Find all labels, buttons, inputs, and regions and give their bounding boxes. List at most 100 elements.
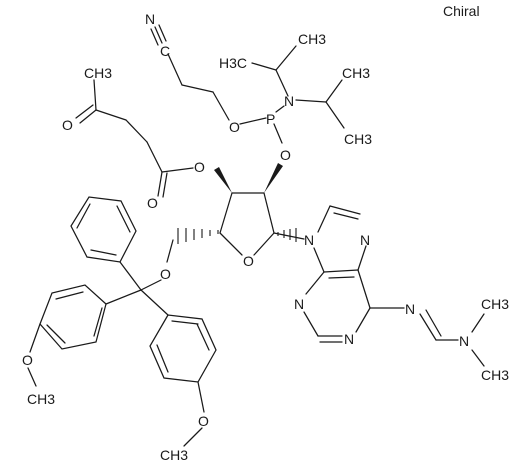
bond-ester-o xyxy=(161,167,194,173)
bond-n1-c6 xyxy=(355,307,371,333)
bond-n3-c2 xyxy=(303,311,319,337)
atom-ch3-b: CH3 xyxy=(298,31,326,47)
bond-o-ch3-b xyxy=(183,427,203,447)
phenyl-double-3 xyxy=(90,249,117,256)
bond-ketone-double-1 xyxy=(79,109,97,124)
bond-n-ipr2 xyxy=(295,99,327,103)
atom-n9: N xyxy=(304,232,314,248)
bond-anisyl-a-o xyxy=(29,323,41,353)
bond-carbonyl-double-2 xyxy=(162,172,168,198)
bond-o-p xyxy=(239,117,267,125)
wedge-c2-o xyxy=(264,163,283,193)
atom-n7: N xyxy=(360,232,370,248)
bond-carbonyl-double-1 xyxy=(157,171,163,197)
bond-ipr2-a xyxy=(325,79,343,103)
bonds xyxy=(27,24,485,447)
bond-c6-c5 xyxy=(357,269,371,309)
atom-ch3-c: CH3 xyxy=(342,65,370,81)
atom-n3: N xyxy=(294,296,304,312)
bond-nitrile-1 xyxy=(154,26,163,44)
bond-c4-c3 xyxy=(219,192,233,234)
phenyl-double-2 xyxy=(76,203,91,229)
anisyl-a-double-3 xyxy=(93,307,103,337)
bond-cyano-c1 xyxy=(167,53,183,86)
bond-anisyl-b-o xyxy=(197,381,205,413)
atom-n-dimethyl: N xyxy=(459,333,469,349)
bond-nimine-ch-1 xyxy=(419,313,437,341)
atom-o-trityl: O xyxy=(160,266,171,282)
bond-otrityl-c xyxy=(140,279,162,291)
bond-c-phenyl xyxy=(119,261,142,291)
atom-ch3-d: CH3 xyxy=(344,131,372,147)
phenyl-ring xyxy=(70,196,137,263)
bond-c5-otrityl xyxy=(166,239,174,263)
bond-c2-o xyxy=(212,91,230,121)
anisyl-ring-b xyxy=(149,314,217,383)
atom-o-meo-a: O xyxy=(22,352,33,368)
bond-c-anisyl-a xyxy=(105,289,142,305)
bond-nimine-ch-2 xyxy=(425,309,442,337)
bond-c8-n7-1 xyxy=(329,205,361,215)
bond-n9-c4 xyxy=(313,247,325,273)
atom-ch3-meo-b: CH3 xyxy=(160,447,188,463)
atom-n1: N xyxy=(344,331,354,347)
atom-o-phos: O xyxy=(280,147,291,163)
bond-n-ipr1 xyxy=(275,69,289,97)
bond-oring-c4 xyxy=(219,232,243,256)
atom-nitrile-c: C xyxy=(160,43,170,59)
atom-ch3-nme-b: CH3 xyxy=(481,367,509,383)
atom-amine-n: N xyxy=(284,93,294,109)
wedge-c3-o xyxy=(214,167,232,193)
bond-chain-1 xyxy=(125,119,148,143)
bond-ketone-c xyxy=(95,109,127,121)
bond-o-ch3-a xyxy=(27,367,37,387)
atom-ch3-ketone: CH3 xyxy=(84,65,112,81)
atom-o-ring: O xyxy=(243,253,254,269)
bond-c4-n3 xyxy=(305,271,325,295)
anisyl-a-double-2 xyxy=(46,324,66,344)
bond-ipr1-a xyxy=(251,62,277,71)
hash-c4-c5 xyxy=(177,228,219,244)
stereo-bonds xyxy=(177,163,297,244)
atom-o-poc: O xyxy=(229,119,240,135)
atom-nitrile-n: N xyxy=(145,11,155,27)
atom-labels: Chiral N C P N H3C CH3 CH3 CH3 O O CH3 O… xyxy=(22,3,509,463)
bond-c1-c2 xyxy=(181,84,214,93)
atom-n-imine: N xyxy=(405,301,415,317)
bond-c8-n7-2 xyxy=(333,212,359,220)
bond-n9-c8 xyxy=(317,205,331,233)
bond-c1-oring xyxy=(253,232,275,256)
bond-nme-ch3-a xyxy=(471,313,485,333)
bond-ipr2-b xyxy=(325,101,345,129)
anisyl-b-double-3 xyxy=(171,320,199,325)
bond-n7-c5 xyxy=(357,245,367,271)
bond-c1-n9 xyxy=(273,232,305,240)
atom-o-carbonyl: O xyxy=(147,195,158,211)
atom-ch3-meo-a: CH3 xyxy=(27,391,55,407)
phenyl-double-1 xyxy=(116,205,131,233)
bond-nitrile-2 xyxy=(158,24,167,42)
bond-c4-c5-2 xyxy=(328,276,355,279)
bond-c2-c1 xyxy=(263,192,275,234)
anisyl-b-double-2 xyxy=(196,323,210,351)
bond-c-anisyl-b xyxy=(140,289,169,316)
bond-p-o2 xyxy=(273,123,283,144)
bond-ipr1-b xyxy=(275,45,297,71)
atom-ch3-nme-a: CH3 xyxy=(481,296,509,312)
atom-o-meo-b: O xyxy=(198,413,209,429)
bond-chain-2 xyxy=(146,141,163,173)
bond-ketone-double-2 xyxy=(75,104,94,119)
anisyl-b-double-1 xyxy=(156,344,169,373)
bond-c4-c5-1 xyxy=(323,269,359,273)
atom-p: P xyxy=(266,111,275,127)
bond-p-n xyxy=(275,105,285,113)
anisyl-a-double-1 xyxy=(55,291,84,300)
atom-o-ketone: O xyxy=(62,117,73,133)
hash-c1-n9 xyxy=(277,228,297,242)
chiral-tag: Chiral xyxy=(443,3,480,19)
bond-ch3-ketone xyxy=(93,79,97,111)
bond-nme-ch3-b xyxy=(471,349,485,367)
atom-o-ester: O xyxy=(194,159,205,175)
